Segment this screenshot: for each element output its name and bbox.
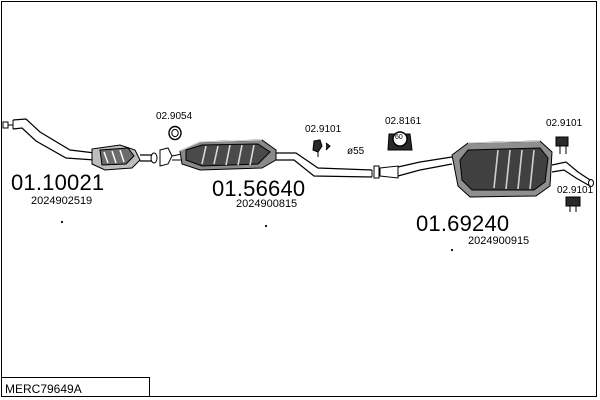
oem-number-rear-silencer: 2024900915 [468, 235, 530, 247]
marker-dot [450, 248, 454, 252]
front-pipe-with-catalyst [12, 118, 158, 171]
rubber-hanger-mid [312, 139, 331, 157]
connector-sleeve [373, 156, 453, 179]
oem-number-front-pipe: 2024902519 [31, 195, 93, 207]
middle-silencer [179, 139, 373, 178]
rear-silencer [451, 140, 594, 198]
part-number-middle-silencer: 01.56640 [212, 176, 306, 201]
accessory-label-hanger-rear-upper: 02.9101 [546, 118, 583, 129]
accessory-label-clamp: 02.8161 [385, 116, 422, 127]
accessory-label-hanger-rear-lower: 02.9101 [557, 185, 594, 196]
marker-dot [60, 220, 64, 224]
clamp-size-badge: 60 [395, 134, 403, 141]
gasket-ring-02-9054 [168, 125, 182, 141]
front-end-connector [2, 121, 13, 129]
rubber-hanger-rear-lower [565, 196, 581, 212]
pipe-diameter-label: ø55 [347, 146, 365, 157]
flange-joint [159, 147, 183, 167]
part-number-front-pipe: 01.10021 [11, 170, 105, 195]
diagram-code: MERC79649A [5, 382, 82, 396]
mounting-clamp-02-8161 [387, 131, 413, 151]
rubber-hanger-rear-upper [555, 136, 569, 154]
accessory-label-gasket: 02.9054 [156, 111, 193, 122]
part-number-rear-silencer: 01.69240 [416, 211, 510, 236]
diagram-code-box: MERC79649A [1, 377, 150, 397]
marker-dot [264, 224, 268, 228]
oem-number-middle-silencer: 2024900815 [236, 198, 298, 210]
accessory-label-hanger-mid: 02.9101 [305, 124, 342, 135]
